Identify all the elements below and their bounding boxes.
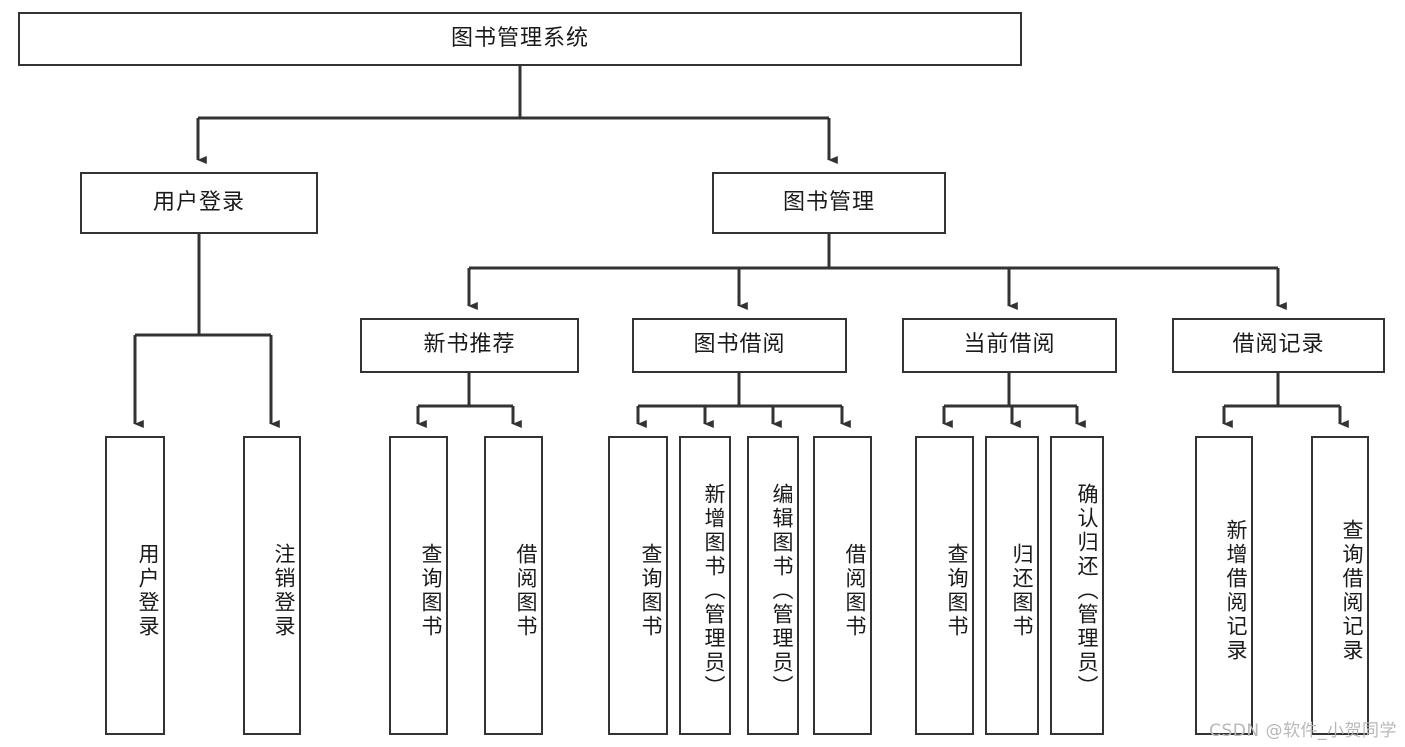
node-level3-0[interactable]: 新书推荐 xyxy=(360,318,579,373)
node-leaf-11[interactable]: 新增借阅记录 xyxy=(1195,436,1253,735)
csdn-watermark: CSDN @软件_小贺同学 xyxy=(1209,721,1397,741)
node-leaf-7[interactable]: 借阅图书 xyxy=(813,436,872,735)
node-leaf-8[interactable]: 查询图书 xyxy=(915,436,974,735)
node-leaf-3[interactable]: 借阅图书 xyxy=(484,436,543,735)
node-leaf-4[interactable]: 查询图书 xyxy=(608,436,668,735)
node-leaf-0[interactable]: 用户登录 xyxy=(105,436,165,735)
node-leaf-label: 确认归还（管理员） xyxy=(1075,482,1099,699)
node-leaf-label: 编辑图书（管理员） xyxy=(770,482,794,699)
node-level3-2[interactable]: 当前借阅 xyxy=(902,318,1117,373)
node-leaf-label: 查询图书 xyxy=(419,542,443,639)
node-leaf-10[interactable]: 确认归还（管理员） xyxy=(1050,436,1104,735)
node-leaf-label: 查询图书 xyxy=(639,542,663,639)
node-leaf-label: 借阅图书 xyxy=(843,542,867,639)
node-leaf-6[interactable]: 编辑图书（管理员） xyxy=(747,436,799,735)
node-leaf-1[interactable]: 注销登录 xyxy=(243,436,301,735)
node-leaf-label: 注销登录 xyxy=(272,542,296,639)
node-leaf-label: 查询借阅记录 xyxy=(1340,518,1364,663)
node-leaf-9[interactable]: 归还图书 xyxy=(985,436,1039,735)
node-leaf-label: 新增借阅记录 xyxy=(1224,518,1248,663)
node-leaf-label: 归还图书 xyxy=(1010,542,1034,639)
node-level2-0[interactable]: 用户登录 xyxy=(80,172,318,234)
node-leaf-5[interactable]: 新增图书（管理员） xyxy=(679,436,731,735)
node-leaf-label: 新增图书（管理员） xyxy=(702,482,726,699)
node-leaf-label: 用户登录 xyxy=(136,542,160,639)
node-root[interactable]: 图书管理系统 xyxy=(18,12,1022,66)
node-leaf-label: 查询图书 xyxy=(945,542,969,639)
node-leaf-2[interactable]: 查询图书 xyxy=(389,436,448,735)
node-level2-1[interactable]: 图书管理 xyxy=(712,172,946,234)
node-level3-1[interactable]: 图书借阅 xyxy=(632,318,847,373)
node-level3-3[interactable]: 借阅记录 xyxy=(1172,318,1385,373)
node-leaf-label: 借阅图书 xyxy=(514,542,538,639)
node-leaf-12[interactable]: 查询借阅记录 xyxy=(1311,436,1369,735)
